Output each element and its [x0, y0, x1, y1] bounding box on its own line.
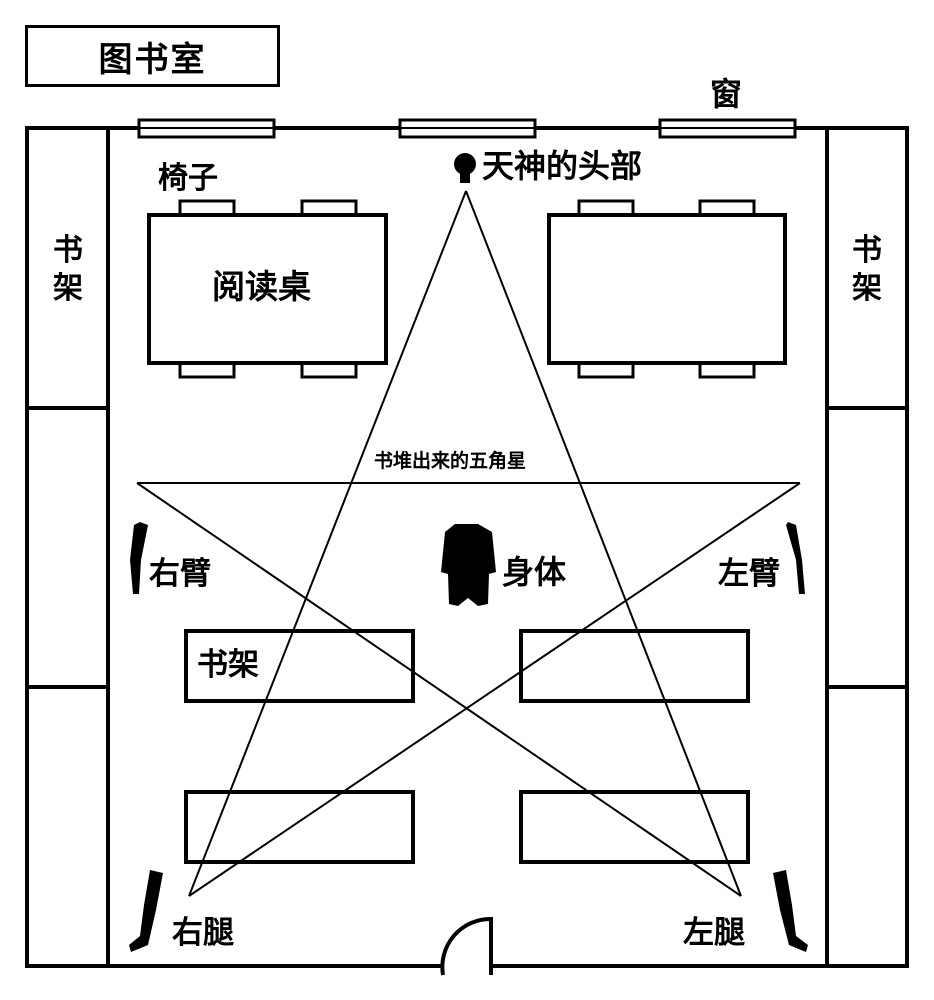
left-arm-label: 左臂 — [718, 556, 780, 592]
center-shelf — [184, 629, 415, 703]
door-icon — [440, 916, 493, 976]
window-label: 窗 — [710, 75, 743, 113]
left-leg-label: 左腿 — [683, 915, 745, 951]
reading-desk-right — [547, 213, 787, 365]
right-leg-label: 右腿 — [172, 915, 234, 951]
body-label: 身体 — [502, 553, 567, 591]
pentagram-line — [136, 482, 742, 897]
head-icon — [454, 153, 476, 183]
pentagram-line — [188, 482, 801, 897]
pentagram-line — [188, 190, 467, 897]
bookshelf-left-label: 书 架 — [53, 233, 83, 306]
left-arm-icon — [786, 522, 805, 594]
chair-label: 椅子 — [158, 161, 218, 196]
god-head-label: 天神的头部 — [482, 147, 643, 185]
left-leg-icon — [773, 870, 808, 952]
center-shelf — [184, 790, 415, 864]
right-leg-icon — [129, 870, 163, 952]
room-title: 图书室 — [25, 25, 280, 87]
center-shelf — [519, 790, 750, 864]
reading-desk-left — [147, 213, 388, 365]
right-arm-label: 右臂 — [149, 556, 211, 592]
right-arm-icon — [130, 522, 148, 594]
center-shelf — [519, 629, 750, 703]
torso-icon — [441, 524, 496, 606]
bookshelf-right-label: 书 架 — [852, 233, 882, 306]
pentagram-line — [465, 190, 742, 897]
center-bookshelf-label: 书架 — [197, 647, 259, 683]
reading-desk-label: 阅读桌 — [212, 267, 311, 306]
pentagram-label: 书堆出来的五角星 — [372, 450, 529, 472]
